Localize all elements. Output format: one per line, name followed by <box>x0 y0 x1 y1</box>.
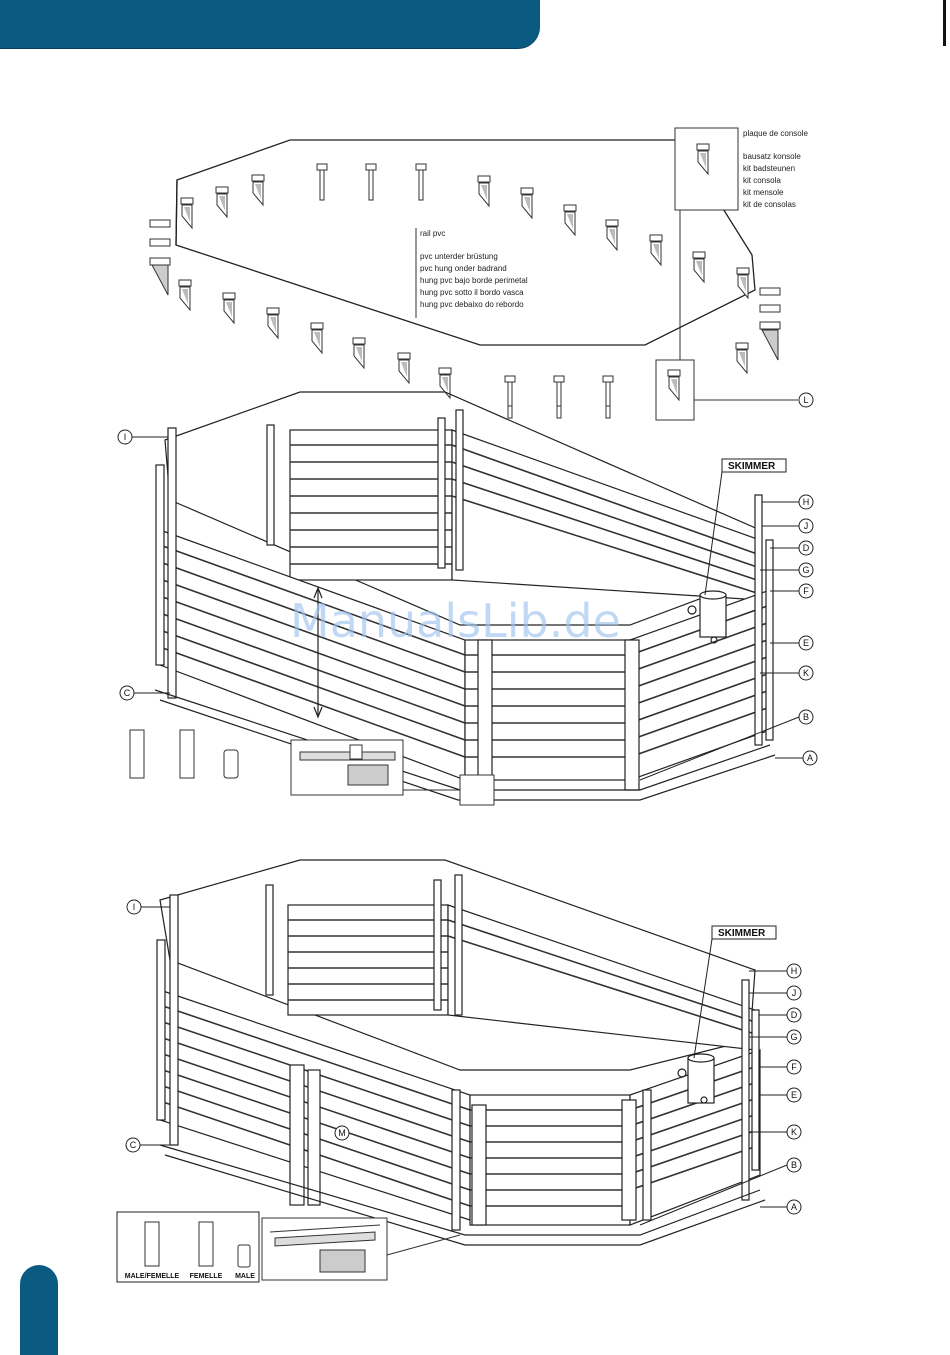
callout-A-2: A <box>791 1202 797 1212</box>
callout-G-2: G <box>790 1032 797 1042</box>
header-band <box>0 0 540 48</box>
callout-M: M <box>338 1128 346 1138</box>
coping-rail-outline <box>175 139 756 346</box>
callout-J: J <box>804 521 809 531</box>
console-kit-line: kit mensole <box>743 188 784 197</box>
callout-H-2: H <box>791 966 798 976</box>
rail-pvc-line: hung pvc sotto il bordo vasca <box>420 288 524 297</box>
callout-B: B <box>803 712 809 722</box>
callout-G: G <box>802 565 809 575</box>
pool-diagram-1 <box>154 391 776 801</box>
console-kit-line: bausatz konsole <box>743 152 801 161</box>
console-kit-line: kit badsteunen <box>743 164 795 173</box>
rail-pvc-title: rail pvc <box>420 229 445 238</box>
rail-pvc-callout: rail pvc pvc unterder brüstung pvc hung … <box>415 228 528 318</box>
joint-detail-inset-2 <box>261 1217 461 1281</box>
legend-male-femelle: MALE/FEMELLE <box>125 1273 180 1280</box>
callout-C: C <box>124 688 131 698</box>
callout-B-2: B <box>791 1160 797 1170</box>
callout-E: E <box>803 638 809 648</box>
rail-pvc-line: pvc unterder brüstung <box>420 252 498 261</box>
legend-male: MALE <box>235 1273 255 1280</box>
callout-L: L <box>803 395 808 405</box>
legend-femelle: FEMELLE <box>190 1273 223 1280</box>
corner-stacks <box>149 219 781 361</box>
callout-D-2: D <box>791 1010 798 1020</box>
console-kit-callout: plaque de console bausatz konsole kit ba… <box>655 127 808 421</box>
callout-C-2: C <box>130 1140 137 1150</box>
board-profiles-1 <box>129 729 239 779</box>
skimmer-label-2: SKIMMER <box>718 928 766 939</box>
callout-E-2: E <box>791 1090 797 1100</box>
callout-F-2: F <box>791 1062 797 1072</box>
part-callouts-1: I C L H J D G F E K B A SKIMMER <box>117 392 818 781</box>
callout-K: K <box>803 668 809 678</box>
callout-K-2: K <box>791 1127 797 1137</box>
page-tab <box>20 1265 58 1355</box>
callout-I: I <box>124 432 127 442</box>
console-kit-title: plaque de console <box>743 129 808 138</box>
console-kit-line: kit de consolas <box>743 200 796 209</box>
callout-D: D <box>803 543 810 553</box>
console-kit-line: kit consola <box>743 176 781 185</box>
rail-pvc-line: hung pvc debaixo do rebordo <box>420 300 524 309</box>
rail-pvc-line: pvc hung onder badrand <box>420 264 507 273</box>
callout-I-2: I <box>133 902 136 912</box>
part-callouts-2: I C M H J D G F E K B A SKIMMER <box>125 899 802 1226</box>
callout-A: A <box>807 753 813 763</box>
watermark-text: ManualsLib.de <box>290 594 621 648</box>
rail-pvc-line: hung pvc bajo borde perimetal <box>420 276 528 285</box>
pool-diagram-2 <box>156 859 766 1246</box>
page-edge-mark <box>943 0 946 46</box>
callout-F: F <box>803 586 809 596</box>
board-profile-legend: MALE/FEMELLE FEMELLE MALE <box>116 1211 260 1283</box>
callout-J-2: J <box>792 988 797 998</box>
skimmer-label-1: SKIMMER <box>728 461 776 472</box>
joint-detail-inset-1 <box>290 739 495 806</box>
callout-H: H <box>803 497 810 507</box>
